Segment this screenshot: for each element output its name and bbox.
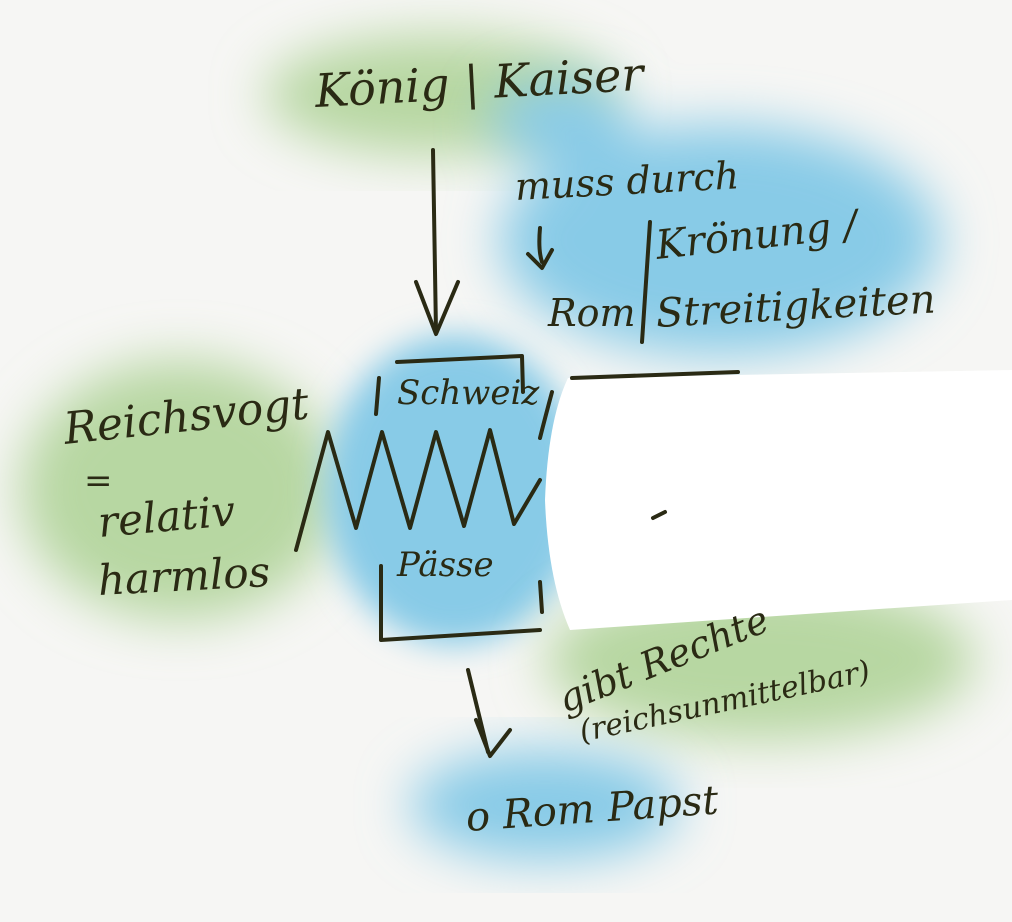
connector-to-panel (570, 370, 740, 380)
equals-label: = (84, 461, 113, 501)
switzerland-label: Schweiz (397, 373, 540, 413)
switzerland-box-top (395, 354, 525, 394)
arrow-down-to-switzerland-shaft (431, 148, 438, 334)
blank-panel (545, 370, 1012, 630)
panel-mark (651, 510, 667, 520)
rome-label: Rom (548, 291, 636, 335)
harmless-label: harmlos (96, 547, 272, 605)
blue-wash-top-right (490, 80, 940, 355)
relative-label: relativ (95, 486, 238, 547)
green-wash-left (20, 360, 340, 620)
passes-label: Pässe (397, 545, 494, 585)
connector-slash (538, 390, 554, 440)
arrow-down-to-switzerland-head (414, 280, 460, 336)
rome-divider (640, 220, 652, 344)
passes-box-bottom (379, 564, 544, 642)
branch-note-label: muss durch (513, 153, 741, 209)
blue-wash-bottom (410, 750, 680, 860)
arrow-down-to-pope-head (474, 718, 512, 758)
ink-strokes (294, 148, 740, 758)
small-arrow-to-rome (526, 226, 554, 270)
mountains-zigzag (294, 428, 542, 552)
switzerland-box-left-tick (374, 376, 381, 416)
